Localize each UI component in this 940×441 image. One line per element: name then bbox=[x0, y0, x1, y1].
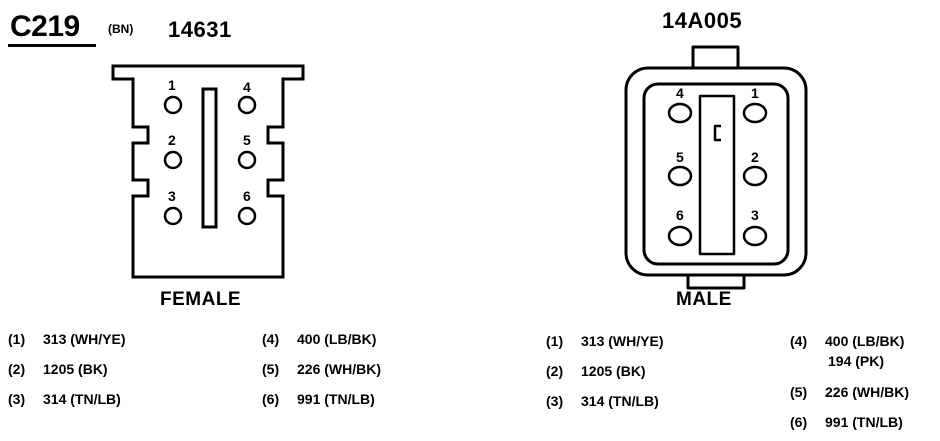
female-connector-body bbox=[111, 64, 305, 279]
wire-circuit: 400 (LB/BK) bbox=[825, 333, 905, 349]
female-cavity-number: 2 bbox=[168, 132, 176, 148]
female-cavity-2 bbox=[163, 150, 183, 170]
wire-circuit: 314 (TN/LB) bbox=[43, 391, 121, 407]
female-pin-entry: (3) 314 (TN/LB) bbox=[8, 391, 121, 407]
wire-circuit: 226 (WH/BK) bbox=[825, 384, 910, 400]
wire-circuit: 1205 (BK) bbox=[43, 361, 108, 377]
male-outer-shell bbox=[624, 66, 808, 277]
male-inner-shell bbox=[642, 82, 790, 266]
female-cavity-3 bbox=[163, 206, 183, 226]
female-key-slot bbox=[201, 87, 218, 229]
male-pin-entry: (4) 400 (LB/BK) bbox=[790, 333, 904, 349]
male-cavity-number: 6 bbox=[676, 207, 684, 223]
female-cavity-5 bbox=[237, 150, 257, 170]
female-pin-entry: (5) 226 (WH/BK) bbox=[262, 361, 381, 377]
female-cavity-number: 1 bbox=[168, 77, 176, 93]
color-code: (BN) bbox=[108, 22, 134, 36]
pin-number: (1) bbox=[8, 331, 26, 347]
male-center-housing bbox=[698, 94, 736, 256]
male-connector-body bbox=[624, 45, 808, 290]
male-cavity-3 bbox=[742, 225, 768, 247]
wire-circuit: 991 (TN/LB) bbox=[297, 391, 375, 407]
male-pin-entry: (1) 313 (WH/YE) bbox=[546, 333, 663, 349]
female-cavity-4 bbox=[237, 95, 257, 115]
pin-number: (2) bbox=[546, 363, 564, 379]
female-cavity-numbers: 1 2 3 4 5 6 bbox=[168, 77, 251, 204]
male-cavity-number: 1 bbox=[751, 85, 759, 101]
female-pin-entry: (4) 400 (LB/BK) bbox=[262, 331, 376, 347]
wire-circuit: 313 (WH/YE) bbox=[581, 333, 664, 349]
connector-id-underline bbox=[8, 44, 96, 47]
pin-number: (5) bbox=[262, 361, 280, 377]
male-cavity-number: 4 bbox=[676, 85, 684, 101]
male-cavity-2 bbox=[742, 165, 768, 187]
male-cavity-number: 5 bbox=[676, 149, 684, 165]
wire-circuit: 991 (TN/LB) bbox=[825, 414, 903, 430]
female-cavity-6 bbox=[237, 206, 257, 226]
male-cavity-5 bbox=[667, 165, 693, 187]
pin-number: (2) bbox=[8, 361, 26, 377]
male-pin-entry: (2) 1205 (BK) bbox=[546, 363, 646, 379]
pin-number: (1) bbox=[546, 333, 564, 349]
female-cavity-number: 4 bbox=[243, 79, 251, 95]
male-bottom-latch bbox=[686, 275, 746, 290]
pin-number: (6) bbox=[790, 414, 808, 430]
female-cavity-number: 3 bbox=[168, 188, 176, 204]
female-cavity-number: 5 bbox=[243, 132, 251, 148]
male-view-label: MALE bbox=[676, 289, 732, 310]
male-cavity-number: 3 bbox=[751, 207, 759, 223]
connector-id: C219 bbox=[10, 10, 80, 43]
female-view-label: FEMALE bbox=[160, 289, 242, 310]
female-cavity-1 bbox=[163, 95, 183, 115]
wire-circuit: 194 (PK) bbox=[828, 353, 885, 369]
pin-number: (4) bbox=[262, 331, 280, 347]
wire-circuit: 314 (TN/LB) bbox=[581, 393, 659, 409]
pin-number: (3) bbox=[8, 391, 26, 407]
wire-circuit: 400 (LB/BK) bbox=[297, 331, 377, 347]
pin-number: (5) bbox=[790, 384, 808, 400]
male-cavity-1 bbox=[742, 102, 768, 124]
female-cavity-number: 6 bbox=[243, 188, 251, 204]
wire-circuit: 226 (WH/BK) bbox=[297, 361, 382, 377]
female-cavities bbox=[163, 95, 257, 226]
pin-number: (4) bbox=[790, 333, 808, 349]
male-cavity-numbers: 4 1 5 2 6 3 bbox=[676, 85, 759, 223]
male-key-notch bbox=[713, 124, 721, 142]
male-cavities bbox=[667, 102, 768, 247]
male-pin-entry: (3) 314 (TN/LB) bbox=[546, 393, 659, 409]
male-pin-entry: (6) 991 (TN/LB) bbox=[790, 414, 903, 430]
pin-number: (3) bbox=[546, 393, 564, 409]
female-pin-entry: (2) 1205 (BK) bbox=[8, 361, 108, 377]
male-part-number: 14A005 bbox=[662, 8, 743, 33]
male-pin-entry-continued: 194 (PK) bbox=[828, 353, 884, 369]
female-pin-entry: (6) 991 (TN/LB) bbox=[262, 391, 375, 407]
male-cavity-6 bbox=[667, 225, 693, 247]
pin-number: (6) bbox=[262, 391, 280, 407]
wire-circuit: 313 (WH/YE) bbox=[43, 331, 126, 347]
male-cavity-4 bbox=[667, 102, 693, 124]
male-cavity-number: 2 bbox=[751, 149, 759, 165]
wire-circuit: 1205 (BK) bbox=[581, 363, 646, 379]
male-pin-entry: (5) 226 (WH/BK) bbox=[790, 384, 909, 400]
female-part-number: 14631 bbox=[168, 17, 232, 42]
female-pin-entry: (1) 313 (WH/YE) bbox=[8, 331, 125, 347]
